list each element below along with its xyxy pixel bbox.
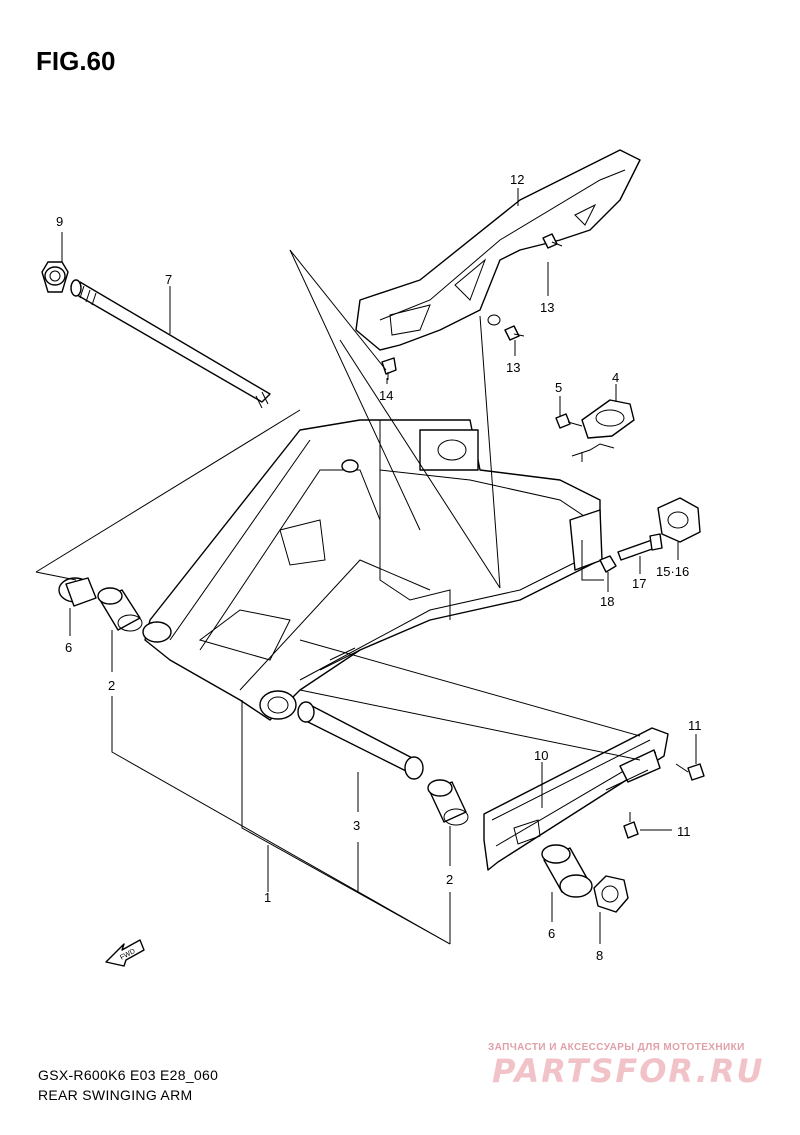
callout-13a: 13 [540,300,554,315]
part-adjuster-15-16[interactable] [657,497,701,543]
callout-5: 5 [555,380,562,395]
callout-11b: 11 [677,824,691,839]
part-chain-slider-10[interactable] [483,727,669,871]
callout-12: 12 [510,172,524,187]
part-bolt-11b[interactable] [623,812,639,839]
part-bolt-5[interactable] [555,413,583,429]
callout-18: 18 [600,594,614,609]
callout-9: 9 [56,214,63,229]
callout-labels: 1 2 2 3 4 5 6 6 7 8 9 10 11 11 12 13 13 … [56,172,702,963]
part-bracket-4[interactable] [571,399,635,457]
callout-4: 4 [612,370,619,385]
watermark-logo: PARTSFOR.RU [492,1052,765,1090]
callout-7: 7 [165,272,172,287]
callout-1: 1 [264,890,271,905]
part-bolt-17[interactable] [617,533,663,561]
part-bolt-13b[interactable] [504,325,525,341]
callout-2b: 2 [446,872,453,887]
part-bolt-11a[interactable] [675,763,705,781]
callout-11a: 11 [688,718,702,733]
callout-6a: 6 [65,640,72,655]
part-pivot-sleeve-3[interactable] [297,701,424,780]
part-bolt-13a[interactable] [542,233,563,249]
part-chain-cover[interactable] [355,149,641,351]
callout-2a: 2 [108,678,115,693]
part-bearing-2b[interactable] [427,779,469,826]
callout-15-16: 15·16 [656,564,689,579]
callout-3: 3 [353,818,360,833]
part-collar-6b[interactable] [541,844,593,898]
part-axle-nut[interactable] [41,261,69,293]
callout-10: 10 [534,748,548,763]
model-code: GSX-R600K6 E03 E28_060 [38,1067,219,1083]
part-axle[interactable] [70,279,271,409]
part-bearing-2a[interactable] [97,587,143,632]
part-clip-14[interactable] [381,357,397,380]
part-nut-8[interactable] [593,875,629,913]
diagram-title: REAR SWINGING ARM [38,1087,193,1103]
callout-6b: 6 [548,926,555,941]
leader-lines [35,188,697,945]
fwd-arrow-icon: FWD [105,939,145,967]
callout-8: 8 [596,948,603,963]
callout-14: 14 [379,388,393,403]
callout-17: 17 [632,576,646,591]
part-swing-arm[interactable] [142,419,603,721]
part-nut-18[interactable] [599,555,617,573]
watermark-subtitle: ЗАПЧАСТИ И АКСЕССУАРЫ ДЛЯ МОТОТЕХНИКИ [488,1042,745,1053]
callout-13b: 13 [506,360,520,375]
figure-title: FIG.60 [36,46,116,76]
part-collar-6a[interactable] [58,577,97,607]
